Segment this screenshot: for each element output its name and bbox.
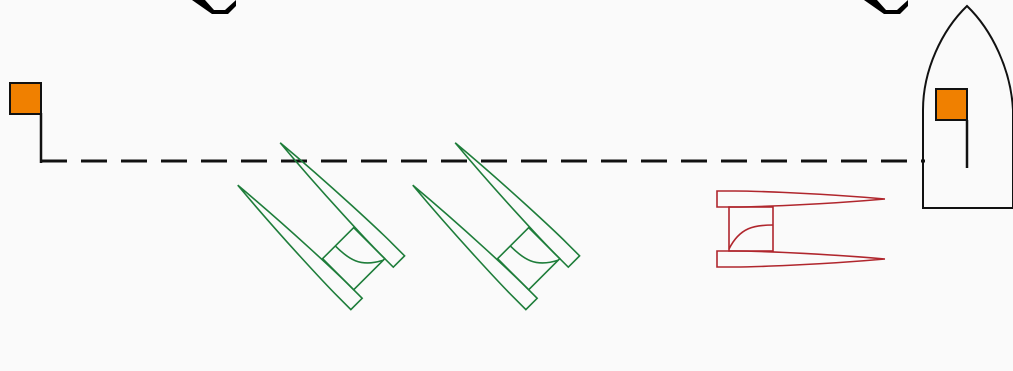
sail-curve	[334, 245, 384, 264]
sail-curve	[728, 224, 774, 250]
hull	[237, 184, 364, 311]
hull	[454, 142, 581, 269]
sail-curve	[509, 245, 559, 264]
pin-flag-icon	[9, 82, 43, 163]
hull	[716, 190, 886, 208]
trampoline-frame	[321, 226, 386, 291]
catamaran-green-1-icon	[237, 142, 406, 311]
hull	[716, 250, 886, 268]
boat-flag-icon	[935, 88, 968, 121]
hull	[412, 184, 539, 311]
committee-boat-icon	[922, 4, 1013, 209]
trampoline-frame	[728, 206, 774, 252]
catamaran-red-icon	[716, 190, 886, 268]
trampoline-frame	[496, 226, 561, 291]
catamaran-green-2-icon	[412, 142, 581, 311]
cropped-title-glyphs	[192, 0, 908, 14]
hull	[279, 142, 406, 269]
